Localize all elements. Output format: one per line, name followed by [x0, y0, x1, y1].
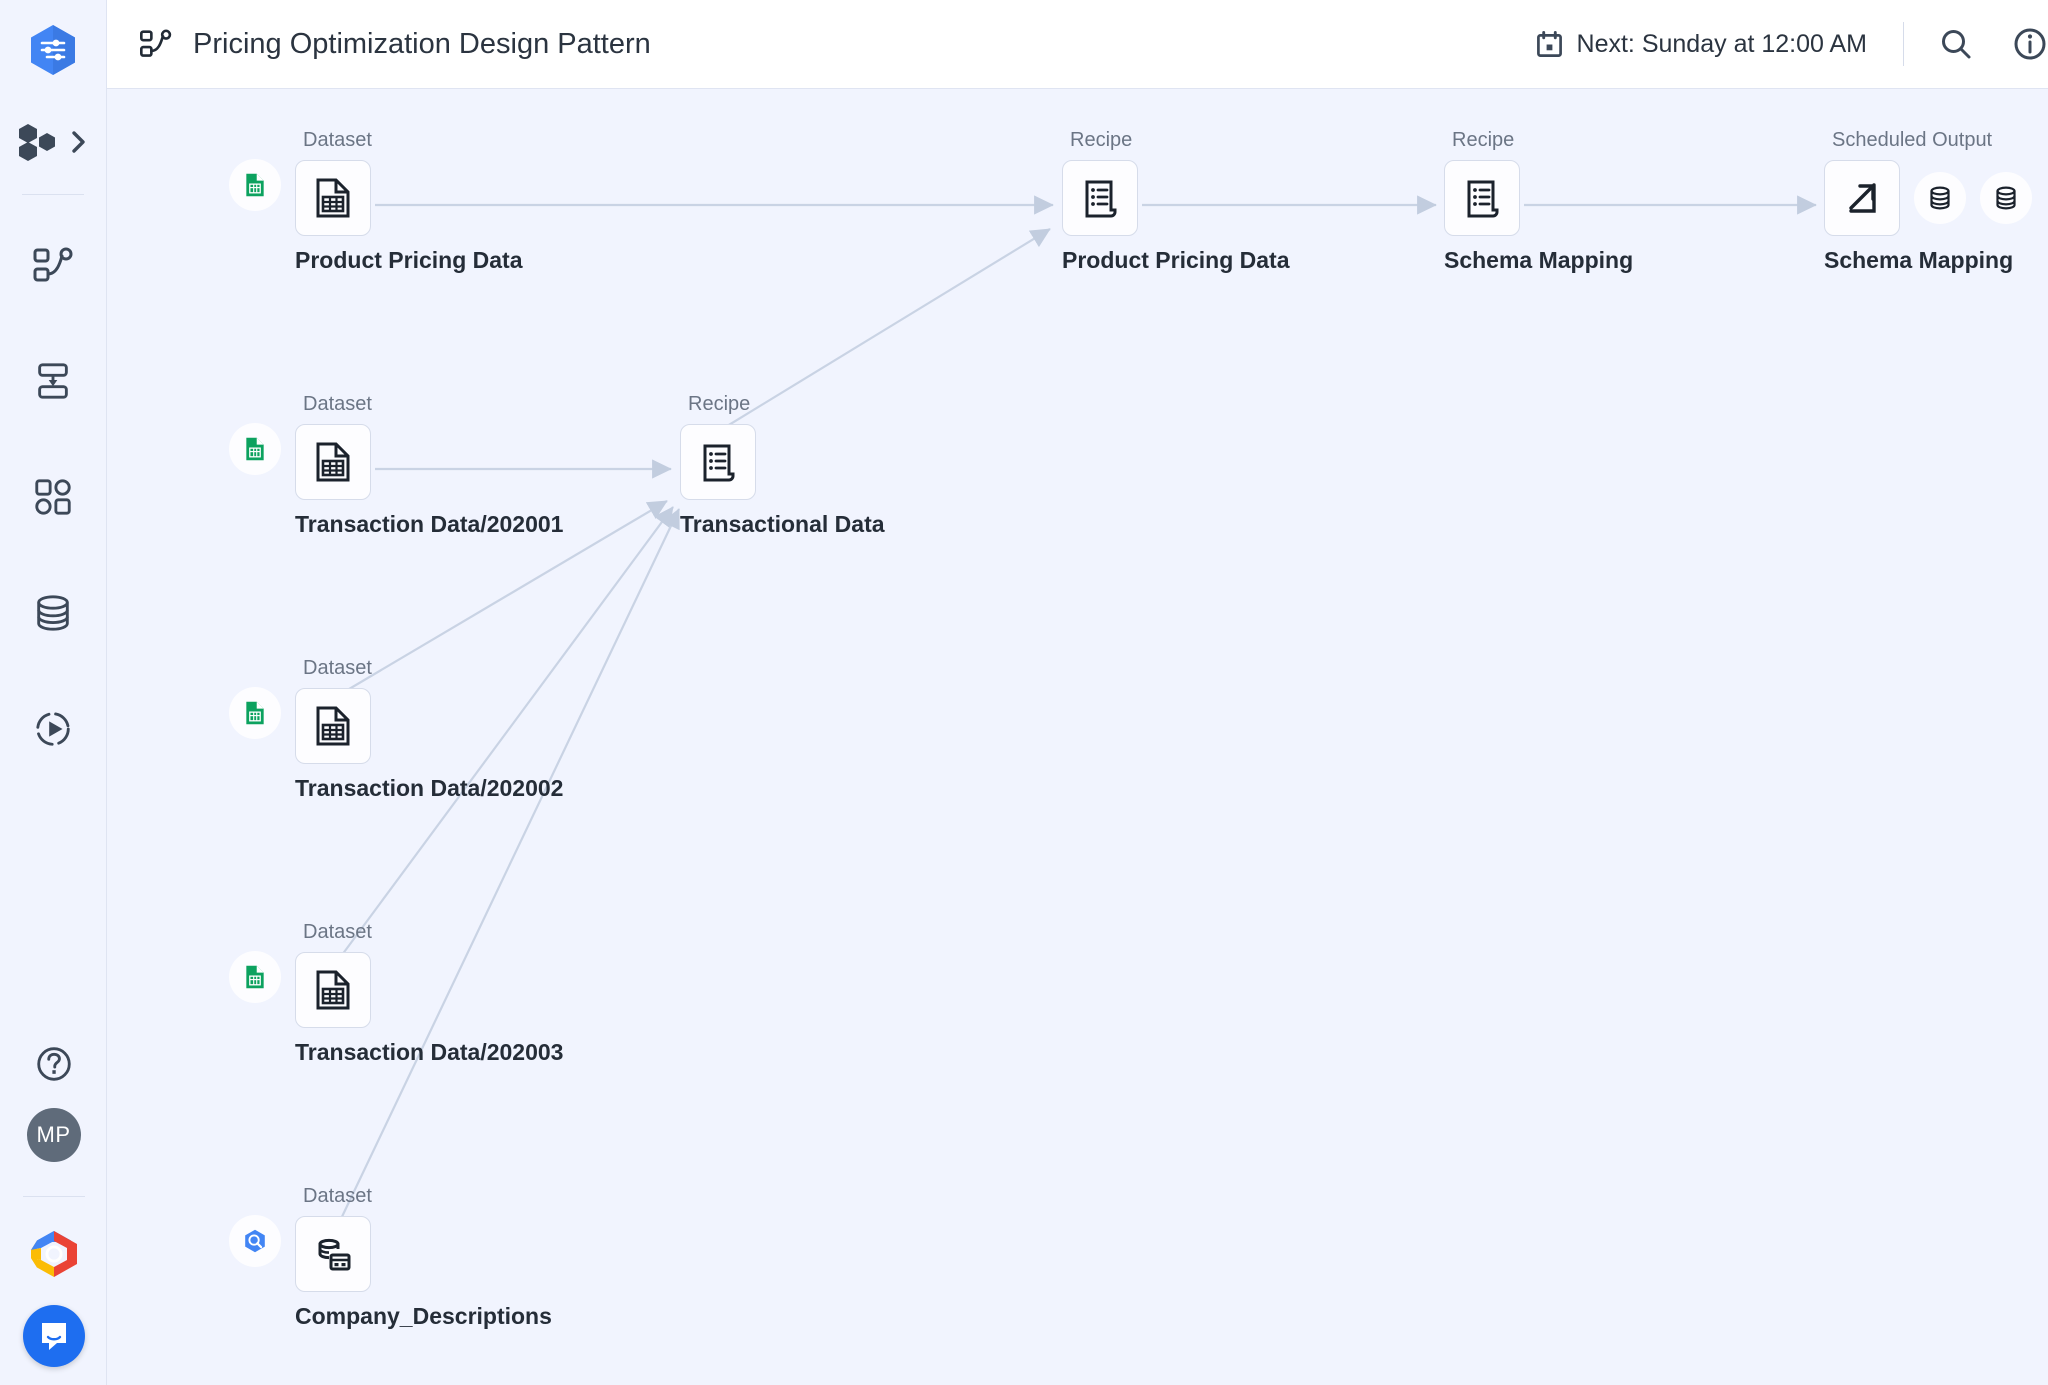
- flow-node[interactable]: Dataset: [229, 921, 564, 1066]
- source-badge: [229, 1215, 281, 1267]
- node-type-label: Dataset: [303, 921, 372, 943]
- import-data-icon: [38, 363, 68, 399]
- node-type-label: Recipe: [1452, 129, 1515, 151]
- flow-node[interactable]: Recipe Schema Mapping: [1444, 129, 1633, 274]
- flow-canvas[interactable]: Dataset: [107, 89, 2048, 1385]
- sidebar-bottom: MP: [0, 1034, 107, 1385]
- help-icon[interactable]: [24, 1034, 84, 1094]
- dataset-node-card[interactable]: [295, 1216, 371, 1292]
- info-icon[interactable]: [2012, 26, 2048, 62]
- dataset-node-card[interactable]: [295, 424, 371, 500]
- calendar-icon: [1536, 30, 1562, 57]
- question-circle-icon: [36, 1047, 71, 1081]
- node-type-label: Recipe: [688, 393, 751, 415]
- sidebar-nav: [23, 235, 83, 815]
- shapes-grid-icon: [35, 479, 71, 515]
- node-label: Transaction Data/202003: [295, 1039, 564, 1065]
- csv-sheet-icon: [246, 173, 264, 197]
- page-title: Pricing Optimization Design Pattern: [193, 27, 651, 60]
- node-type-label: Scheduled Output: [1832, 129, 1993, 151]
- bigquery-icon: [245, 1229, 265, 1253]
- node-label: Transactional Data: [680, 511, 885, 537]
- csv-sheet-icon: [246, 701, 264, 725]
- main-area: Pricing Optimization Design Pattern Next…: [107, 0, 2048, 1385]
- avatar[interactable]: MP: [26, 1108, 81, 1162]
- output-destination-badge[interactable]: [1980, 172, 2032, 224]
- flow-node[interactable]: Scheduled Output: [1824, 129, 2032, 274]
- flow-node[interactable]: Recipe Product Pricin: [1062, 129, 1289, 274]
- header-left: Pricing Optimization Design Pattern: [139, 27, 651, 61]
- node-label: Company_Descriptions: [295, 1303, 552, 1329]
- project-switcher[interactable]: [0, 114, 106, 170]
- intercom-chat-button[interactable]: [22, 1305, 85, 1367]
- node-label: Schema Mapping: [1444, 247, 1634, 273]
- recipe-node-card[interactable]: [1062, 160, 1138, 236]
- dataset-node-card[interactable]: [295, 688, 371, 764]
- node-label: Schema Mapping: [1824, 247, 2014, 273]
- recipe-list-icon: [1085, 180, 1117, 218]
- flow-diagram-icon: [140, 29, 172, 57]
- flow-icon: [33, 247, 73, 282]
- sidebar-item-datasets[interactable]: [23, 583, 83, 643]
- recipe-node-card[interactable]: [1444, 160, 1520, 236]
- node-type-label: Dataset: [303, 393, 372, 415]
- flow-node[interactable]: Dataset: [229, 393, 564, 538]
- job-run-icon: [36, 712, 70, 746]
- sidebar-divider-bottom: [22, 1196, 85, 1197]
- flow-node[interactable]: Dataset: [229, 657, 564, 802]
- node-type-label: Dataset: [303, 657, 372, 679]
- sidebar-item-import[interactable]: [23, 351, 83, 411]
- schedule-button[interactable]: Next: Sunday at 12:00 AM: [1536, 30, 1867, 59]
- dataset-node-card[interactable]: [295, 160, 371, 236]
- search-icon[interactable]: [1938, 26, 1974, 62]
- csv-sheet-icon: [246, 965, 264, 989]
- schedule-text: Next: Sunday at 12:00 AM: [1576, 29, 1867, 58]
- sidebar-divider: [22, 194, 84, 195]
- node-type-label: Dataset: [303, 1185, 372, 1207]
- source-badge: [229, 159, 281, 211]
- csv-sheet-icon: [246, 437, 264, 461]
- node-type-label: Dataset: [303, 129, 372, 151]
- chat-bubble-icon: [41, 1323, 66, 1350]
- sidebar-item-plans[interactable]: [23, 467, 83, 527]
- document-table-icon: [316, 442, 350, 482]
- scheduled-output-node-card[interactable]: [1824, 160, 1900, 236]
- flow-node[interactable]: Recipe Transactional: [680, 393, 885, 538]
- hexagons-icon: [19, 124, 55, 161]
- document-table-icon: [316, 970, 350, 1010]
- node-label: Transaction Data/202002: [295, 775, 564, 801]
- avatar-initials: MP: [36, 1122, 71, 1147]
- sidebar-item-jobs[interactable]: [23, 699, 83, 759]
- flow-header: Pricing Optimization Design Pattern Next…: [107, 0, 2048, 89]
- node-type-label: Recipe: [1070, 129, 1133, 151]
- header-divider: [1903, 22, 1904, 66]
- source-badge: [229, 687, 281, 739]
- document-table-icon: [316, 178, 350, 218]
- arrow-out-box-icon: [1849, 183, 1876, 213]
- google-cloud-logo[interactable]: [27, 1227, 81, 1281]
- output-destination-badge[interactable]: [1914, 172, 1966, 224]
- database-icon: [1930, 186, 1950, 210]
- recipe-list-icon: [703, 444, 735, 482]
- sidebar-item-flows[interactable]: [23, 235, 83, 295]
- database-icon: [37, 595, 69, 631]
- flow-node[interactable]: Dataset: [229, 129, 523, 274]
- node-label: Transaction Data/202001: [295, 511, 564, 537]
- dataprep-logo[interactable]: [25, 22, 81, 78]
- left-sidebar: MP: [0, 0, 107, 1385]
- recipe-node-card[interactable]: [680, 424, 756, 500]
- node-label: Product Pricing Data: [1062, 247, 1290, 273]
- source-badge: [229, 423, 281, 475]
- header-right: Next: Sunday at 12:00 AM: [1536, 0, 2048, 88]
- bigquery-table-icon: [318, 1238, 351, 1271]
- chevron-right-icon: [72, 131, 85, 153]
- flow-node[interactable]: Dataset: [229, 1185, 552, 1330]
- database-icon: [1996, 186, 2016, 210]
- node-label: Product Pricing Data: [295, 247, 523, 273]
- document-table-icon: [316, 706, 350, 746]
- source-badge: [229, 951, 281, 1003]
- recipe-list-icon: [1467, 180, 1499, 218]
- dataset-node-card[interactable]: [295, 952, 371, 1028]
